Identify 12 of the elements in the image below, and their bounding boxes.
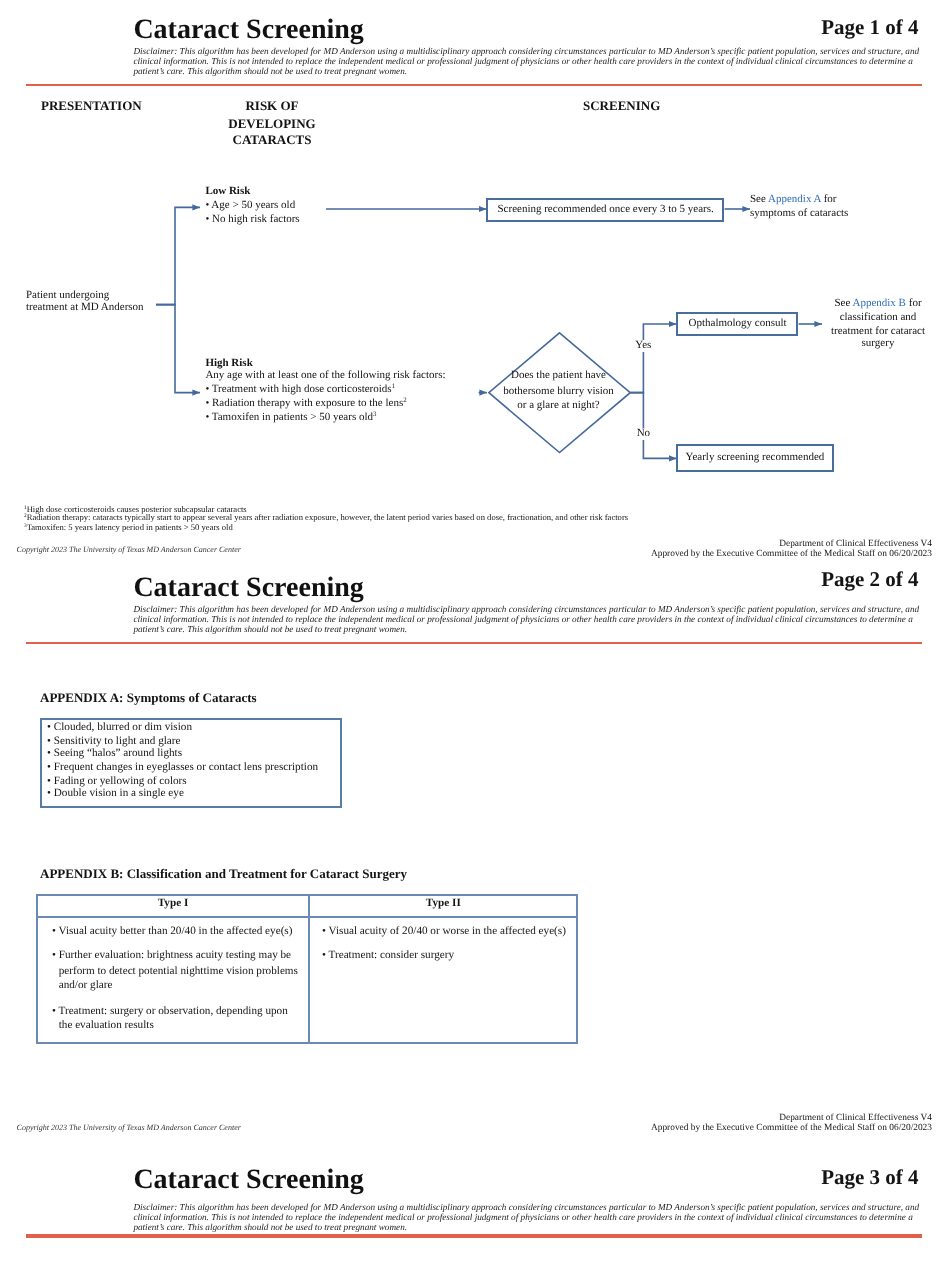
connector-arrow (477, 389, 488, 396)
page-title: Cataract Screening (133, 1168, 364, 1197)
page-number: Page 1 of 4 (821, 19, 919, 40)
connector-arrow (797, 320, 823, 328)
connector-arrow (325, 205, 488, 213)
page-number: Page 2 of 4 (821, 572, 919, 594)
page-number: Page 3 of 4 (821, 1169, 919, 1190)
connector-arrow (155, 303, 201, 396)
connector-arrow (723, 205, 751, 213)
page-title: Cataract Screening (133, 18, 364, 46)
page-title: Cataract Screening (133, 575, 364, 604)
connector-arrow (629, 391, 678, 462)
